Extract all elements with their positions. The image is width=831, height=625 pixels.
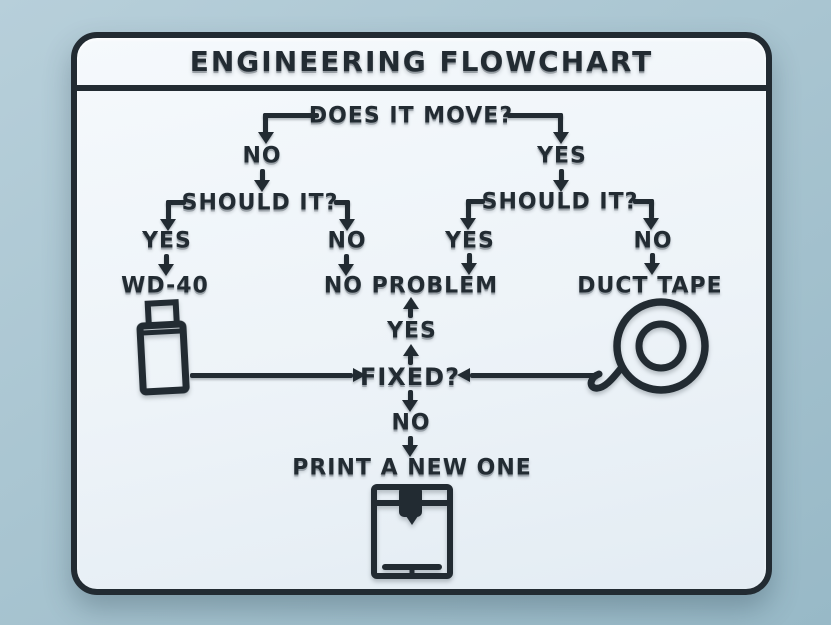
node-yes-left: YES [142,228,192,254]
arrowhead-yes-right-icon [553,180,569,192]
3d-printer-icon [371,484,453,579]
node-no-mid-left: NO [327,228,367,254]
node-wd40: WD-40 [121,273,209,299]
arrow-no-noproblem-line [344,254,349,266]
arrowhead-yes-noproblem-icon [461,263,477,275]
node-print-a-new-one: PRINT A NEW ONE [292,455,532,481]
bracket-shouldleft-no-v [345,200,350,220]
arrow-fixed-no-line [408,390,413,402]
bracket-shouldleft-yes-v [166,200,171,220]
bracket-shouldright-yes-h [466,199,485,204]
arrow-wd40-fixed-line [190,373,353,378]
sign-header: ENGINEERING FLOWCHART [77,38,766,91]
arrow-ducttape-fixed-line [470,373,598,378]
connector-does-right-v [558,113,563,134]
arrow-no-print-line [408,436,413,447]
page-title: ENGINEERING FLOWCHART [189,45,654,78]
arrowhead-shouldright-no-icon [643,218,659,230]
arrowhead-no-print-icon [402,445,418,457]
arrowhead-ducttape-fixed-icon [457,368,470,382]
arrowhead-no-noproblem-icon [338,264,354,276]
bracket-shouldleft-yes-h [166,200,186,205]
bracket-shouldleft-no-h [334,200,350,205]
arrowhead-fixed-up-yes-icon [403,344,419,356]
bracket-shouldright-yes-v [466,199,471,219]
arrowhead-no-left-icon [254,180,270,192]
node-yes-mid-right: YES [445,228,495,254]
node-does-it-move: DOES IT MOVE? [308,103,514,129]
connector-does-left-h [263,113,319,118]
node-no-problem: NO PROBLEM [323,273,499,299]
node-yes-fixed: YES [387,318,437,344]
arrowhead-shouldright-yes-icon [460,218,476,230]
arrow-no-left-line [260,169,265,182]
node-no-right: NO [633,228,673,254]
arrowhead-yes-up-noproblem-icon [403,297,419,309]
node-no-fixed: NO [391,410,431,436]
arrow-yes-right-line [559,169,564,182]
wd40-can-icon [136,299,190,396]
node-no-top-left: NO [242,143,282,169]
arrow-no-ducttape-line [650,253,655,265]
duct-tape-roll-icon [587,298,709,394]
bracket-shouldright-no-h [633,199,654,204]
arrow-fixed-up-yes-line [408,355,413,365]
arrowhead-wd40-fixed-icon [353,368,366,382]
node-yes-top-right: YES [537,143,587,169]
arrow-yes-noproblem-line [467,253,472,265]
node-should-it-left: SHOULD IT? [181,190,339,216]
arrowhead-no-ducttape-icon [644,263,660,275]
arrowhead-does-right-icon [553,132,569,144]
arrowhead-does-left-icon [258,132,274,144]
arrowhead-yes-wd40-icon [158,264,174,276]
connector-does-right-h [507,113,563,118]
arrow-yes-wd40-line [164,254,169,266]
connector-does-left-v [263,113,268,134]
node-duct-tape: DUCT TAPE [577,273,723,299]
arrowhead-fixed-no-icon [402,400,418,412]
arrowhead-shouldleft-no-icon [339,219,355,231]
arrowhead-shouldleft-yes-icon [160,219,176,231]
bracket-shouldright-no-v [649,199,654,219]
arrow-yes-up-noproblem-line [408,308,413,318]
node-should-it-right: SHOULD IT? [481,189,639,215]
node-fixed: FIXED? [359,363,461,391]
